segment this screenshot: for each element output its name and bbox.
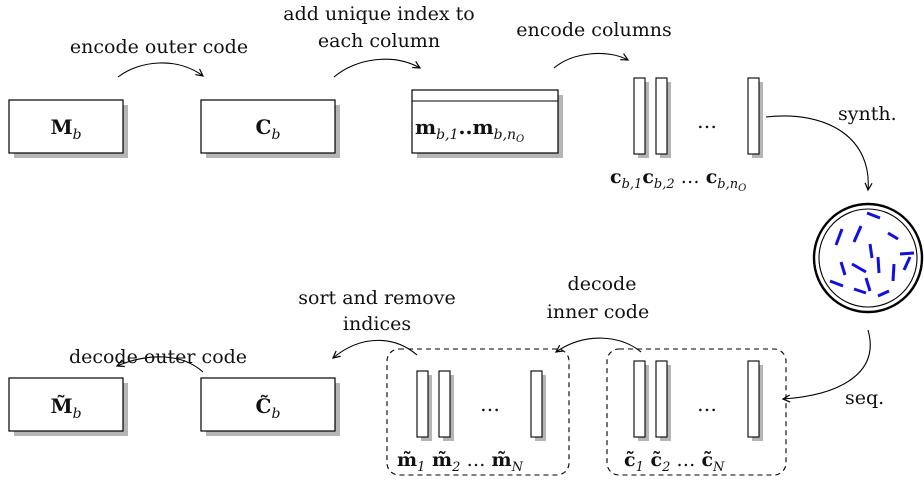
add-index-arrow xyxy=(333,58,422,78)
column-c1 xyxy=(633,77,646,155)
decode-inner-label-line1: decode xyxy=(568,273,637,295)
indexed-block-label: mb,1..mb,nO xyxy=(415,115,524,145)
synth-label: synth. xyxy=(838,103,897,125)
decoded-codeword-label: C̃ xyxy=(256,394,272,418)
svg-text:M̃b: M̃b xyxy=(50,394,81,422)
decode-inner-arrow xyxy=(554,337,642,353)
codeword-block-label: C xyxy=(256,115,272,139)
encode-outer-label: encode outer code xyxy=(70,36,248,58)
seq-arrow xyxy=(781,329,871,403)
read-column-N xyxy=(747,360,760,438)
codeword-block-node: Cb xyxy=(200,99,340,158)
read-column-1 xyxy=(633,360,646,438)
svg-text:Mb: Mb xyxy=(50,115,81,143)
decoded-message-node: M̃b xyxy=(8,377,128,436)
svg-text:Cb: Cb xyxy=(256,115,281,143)
decoded-columns-group: … m̃1 m̃2 … m̃N xyxy=(386,348,570,476)
indexed-block-node: mb,1..mb,nO xyxy=(411,89,563,158)
decode-outer-arrow xyxy=(115,356,204,373)
dna-pool-icon xyxy=(812,202,924,314)
encode-columns-arrow xyxy=(553,52,630,69)
sort-remove-label-line2: indices xyxy=(343,313,411,335)
columns-ellipsis: … xyxy=(697,109,717,133)
encode-outer-arrow xyxy=(117,62,205,78)
decoded-codeword-node: C̃b xyxy=(200,377,340,436)
message-block-node: Mb xyxy=(8,99,128,158)
seq-label: seq. xyxy=(845,387,884,409)
decode-outer-label: decode outer code xyxy=(69,346,247,368)
encode-columns-label: encode columns xyxy=(516,19,671,41)
svg-text:C̃b: C̃b xyxy=(256,394,281,422)
add-index-label-line1: add unique index to xyxy=(283,3,474,25)
decoded-column-1 xyxy=(416,370,429,438)
decoded-column-2 xyxy=(438,370,451,438)
read-column-2 xyxy=(655,360,668,438)
column-cn xyxy=(747,77,760,155)
decode-inner-label-line2: inner code xyxy=(547,301,649,323)
add-index-label-line2: each column xyxy=(318,30,440,52)
synth-arrow xyxy=(765,115,873,192)
decoded-column-N xyxy=(530,370,543,438)
decoded-message-label: M̃ xyxy=(50,394,72,418)
sequenced-columns-label: c̃1 c̃2 … c̃N xyxy=(624,449,725,475)
sort-remove-arrow xyxy=(331,339,418,359)
column-c2 xyxy=(655,77,668,155)
sequenced-columns-group: … c̃1 c̃2 … c̃N xyxy=(606,348,787,476)
decoded-columns-label: m̃1 m̃2 … m̃N xyxy=(397,449,524,475)
read-columns-ellipsis: … xyxy=(697,392,717,416)
encoded-columns-group: … cb,1cb,2 … cb,nO xyxy=(610,77,763,194)
sort-remove-label-line1: sort and remove xyxy=(298,287,455,309)
decoded-columns-ellipsis: … xyxy=(480,392,500,416)
encoded-columns-label: cb,1cb,2 … cb,nO xyxy=(610,166,746,194)
message-block-label: M xyxy=(50,115,72,139)
